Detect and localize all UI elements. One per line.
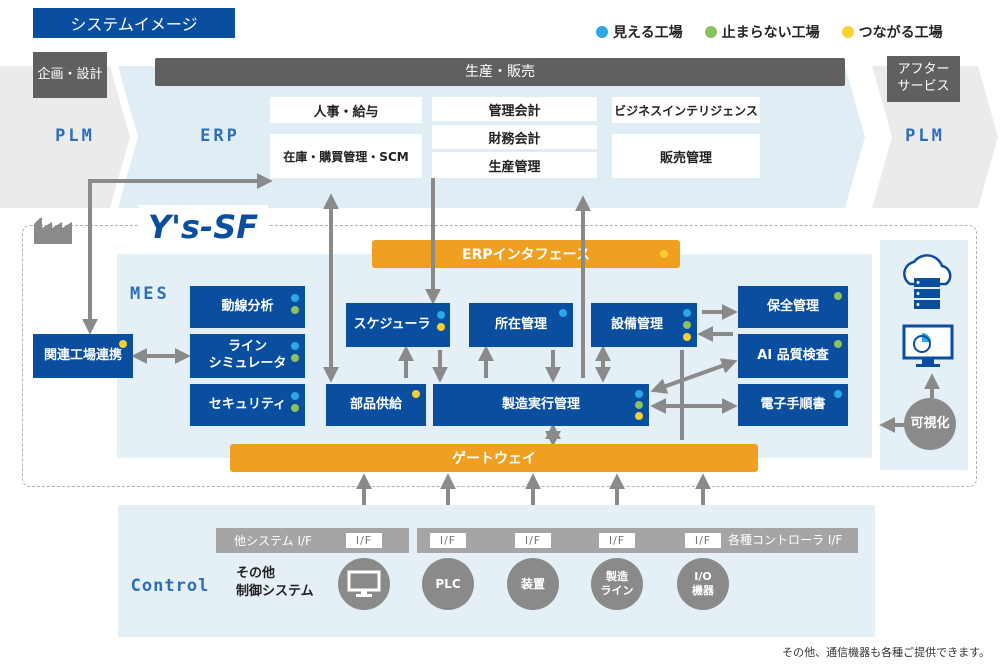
system-image-title: システムイメージ xyxy=(33,8,235,38)
legend-dot-green xyxy=(704,26,717,38)
box-label: 電子手順書 xyxy=(760,396,826,412)
footnote: その他、通信機器も各種ご提供できます。 xyxy=(782,646,990,659)
gateway-bar: ゲートウェイ xyxy=(230,444,758,472)
if-chip: I/F xyxy=(430,533,466,548)
erp-label: ERP xyxy=(200,126,240,146)
controller-if-label: 各種コントローラ I/F xyxy=(728,533,843,547)
legend-label: つながる工場 xyxy=(858,25,943,41)
status-dot-yellow xyxy=(412,390,420,398)
after-service-header: アフター サービス xyxy=(887,56,960,102)
box-label: 部品供給 xyxy=(349,396,402,412)
box-label: 設備管理 xyxy=(610,316,663,332)
status-dot-green xyxy=(291,306,299,314)
legend-dot-blue xyxy=(596,26,608,38)
erp-interface-bar: ERPインタフェース xyxy=(372,240,680,268)
box-label: 所在管理 xyxy=(494,316,547,332)
legend-connected-factory: つながる工場 xyxy=(841,22,943,42)
legend-dot-yellow xyxy=(841,26,854,38)
maintenance-box: 保全管理 xyxy=(738,286,848,328)
other-if-label: 他システム I/F xyxy=(234,534,312,548)
production-line-circle: 製造 ライン xyxy=(591,558,643,610)
ai-quality-box: AI 品質検査 xyxy=(738,334,848,378)
status-dot-green xyxy=(635,401,643,409)
status-dot-yellow xyxy=(635,412,643,420)
if-chip: I/F xyxy=(515,533,551,548)
status-dot-blue xyxy=(291,342,299,350)
equipment-management-box: 設備管理 xyxy=(591,303,697,347)
other-control-systems-label: その他 制御システム xyxy=(236,566,314,600)
erp-inventory-scm: 在庫・購買管理・SCM xyxy=(270,134,422,178)
box-label: ライン シミュレータ xyxy=(208,339,287,371)
status-dot-green xyxy=(291,404,299,412)
status-dot-green xyxy=(834,340,842,348)
factory-icon xyxy=(34,218,72,244)
device-circle: 装置 xyxy=(507,558,559,610)
control-panel xyxy=(118,505,875,637)
if-chip: I/F xyxy=(685,533,721,548)
ys-sf-container xyxy=(22,225,977,487)
production-sales-header: 生産・販売 xyxy=(155,58,845,86)
related-factory-box: 関連工場連携 xyxy=(33,334,133,378)
status-dot-blue xyxy=(291,392,299,400)
box-label: 動線分析 xyxy=(221,298,274,314)
erp-interface-label: ERPインタフェース xyxy=(462,247,590,263)
if-chip: I/F xyxy=(346,533,382,548)
box-label: 関連工場連携 xyxy=(43,347,122,363)
status-dot-blue xyxy=(559,309,567,317)
status-dot-blue xyxy=(291,294,299,302)
erp-hr-payroll: 人事・給与 xyxy=(270,97,422,123)
other-control-system-circle xyxy=(338,558,390,610)
e-procedure-box: 電子手順書 xyxy=(738,384,848,426)
box-label: 保全管理 xyxy=(766,298,819,314)
controller-if-bar xyxy=(417,528,858,553)
other-system-if-bar: 他システム I/F xyxy=(216,528,409,553)
erp-financial-accounting: 財務会計 xyxy=(432,125,597,149)
monitor-chart-icon xyxy=(902,324,954,367)
planning-design-header: 企画・設計 xyxy=(33,52,107,98)
plm-left-label: PLM xyxy=(55,126,95,146)
legend-nonstop-factory: 止まらない工場 xyxy=(704,22,820,42)
visualize-circle: 可視化 xyxy=(904,398,956,450)
plm-right-label: PLM xyxy=(905,126,945,146)
erp-management-accounting: 管理会計 xyxy=(432,97,597,121)
monitor-icon xyxy=(347,570,381,597)
box-label: スケジューラ xyxy=(353,316,431,332)
status-dot-green xyxy=(834,292,842,300)
status-dot-blue xyxy=(635,390,643,398)
status-dot-green xyxy=(683,321,691,329)
legend-visible-factory: 見える工場 xyxy=(596,22,683,42)
production-execution-box: 製造実行管理 xyxy=(433,384,649,426)
if-chip: I/F xyxy=(599,533,635,548)
status-dot-yellow xyxy=(437,323,445,331)
status-dot-blue xyxy=(437,311,445,319)
status-dot-blue xyxy=(834,390,842,398)
status-dot-green xyxy=(291,354,299,362)
legend: 見える工場 止まらない工場 つながる工場 xyxy=(596,22,976,42)
status-dot-yellow xyxy=(660,250,668,258)
box-label: セキュリティ xyxy=(208,396,287,412)
io-device-circle: I/O 機器 xyxy=(677,558,729,610)
box-label: AI 品質検査 xyxy=(757,347,829,363)
plc-circle: PLC xyxy=(422,558,474,610)
scheduler-box: スケジューラ xyxy=(346,303,450,347)
control-label: Control xyxy=(130,576,210,596)
status-dot-yellow xyxy=(119,340,127,348)
status-dot-yellow xyxy=(683,333,691,341)
location-management-box: 所在管理 xyxy=(469,303,573,347)
cloud-server-icon xyxy=(903,254,952,309)
box-label: 製造実行管理 xyxy=(501,396,580,412)
erp-business-intelligence: ビジネスインテリジェンス xyxy=(612,97,760,123)
erp-sales-management: 販売管理 xyxy=(612,134,760,178)
security-box: セキュリティ xyxy=(190,384,305,426)
line-simulator-box: ライン シミュレータ xyxy=(190,334,305,378)
legend-label: 見える工場 xyxy=(613,25,683,41)
erp-production-management: 生産管理 xyxy=(432,152,597,178)
status-dot-blue xyxy=(683,309,691,317)
parts-supply-box: 部品供給 xyxy=(326,384,426,426)
flow-analysis-box: 動線分析 xyxy=(190,286,305,328)
legend-label: 止まらない工場 xyxy=(721,25,820,41)
